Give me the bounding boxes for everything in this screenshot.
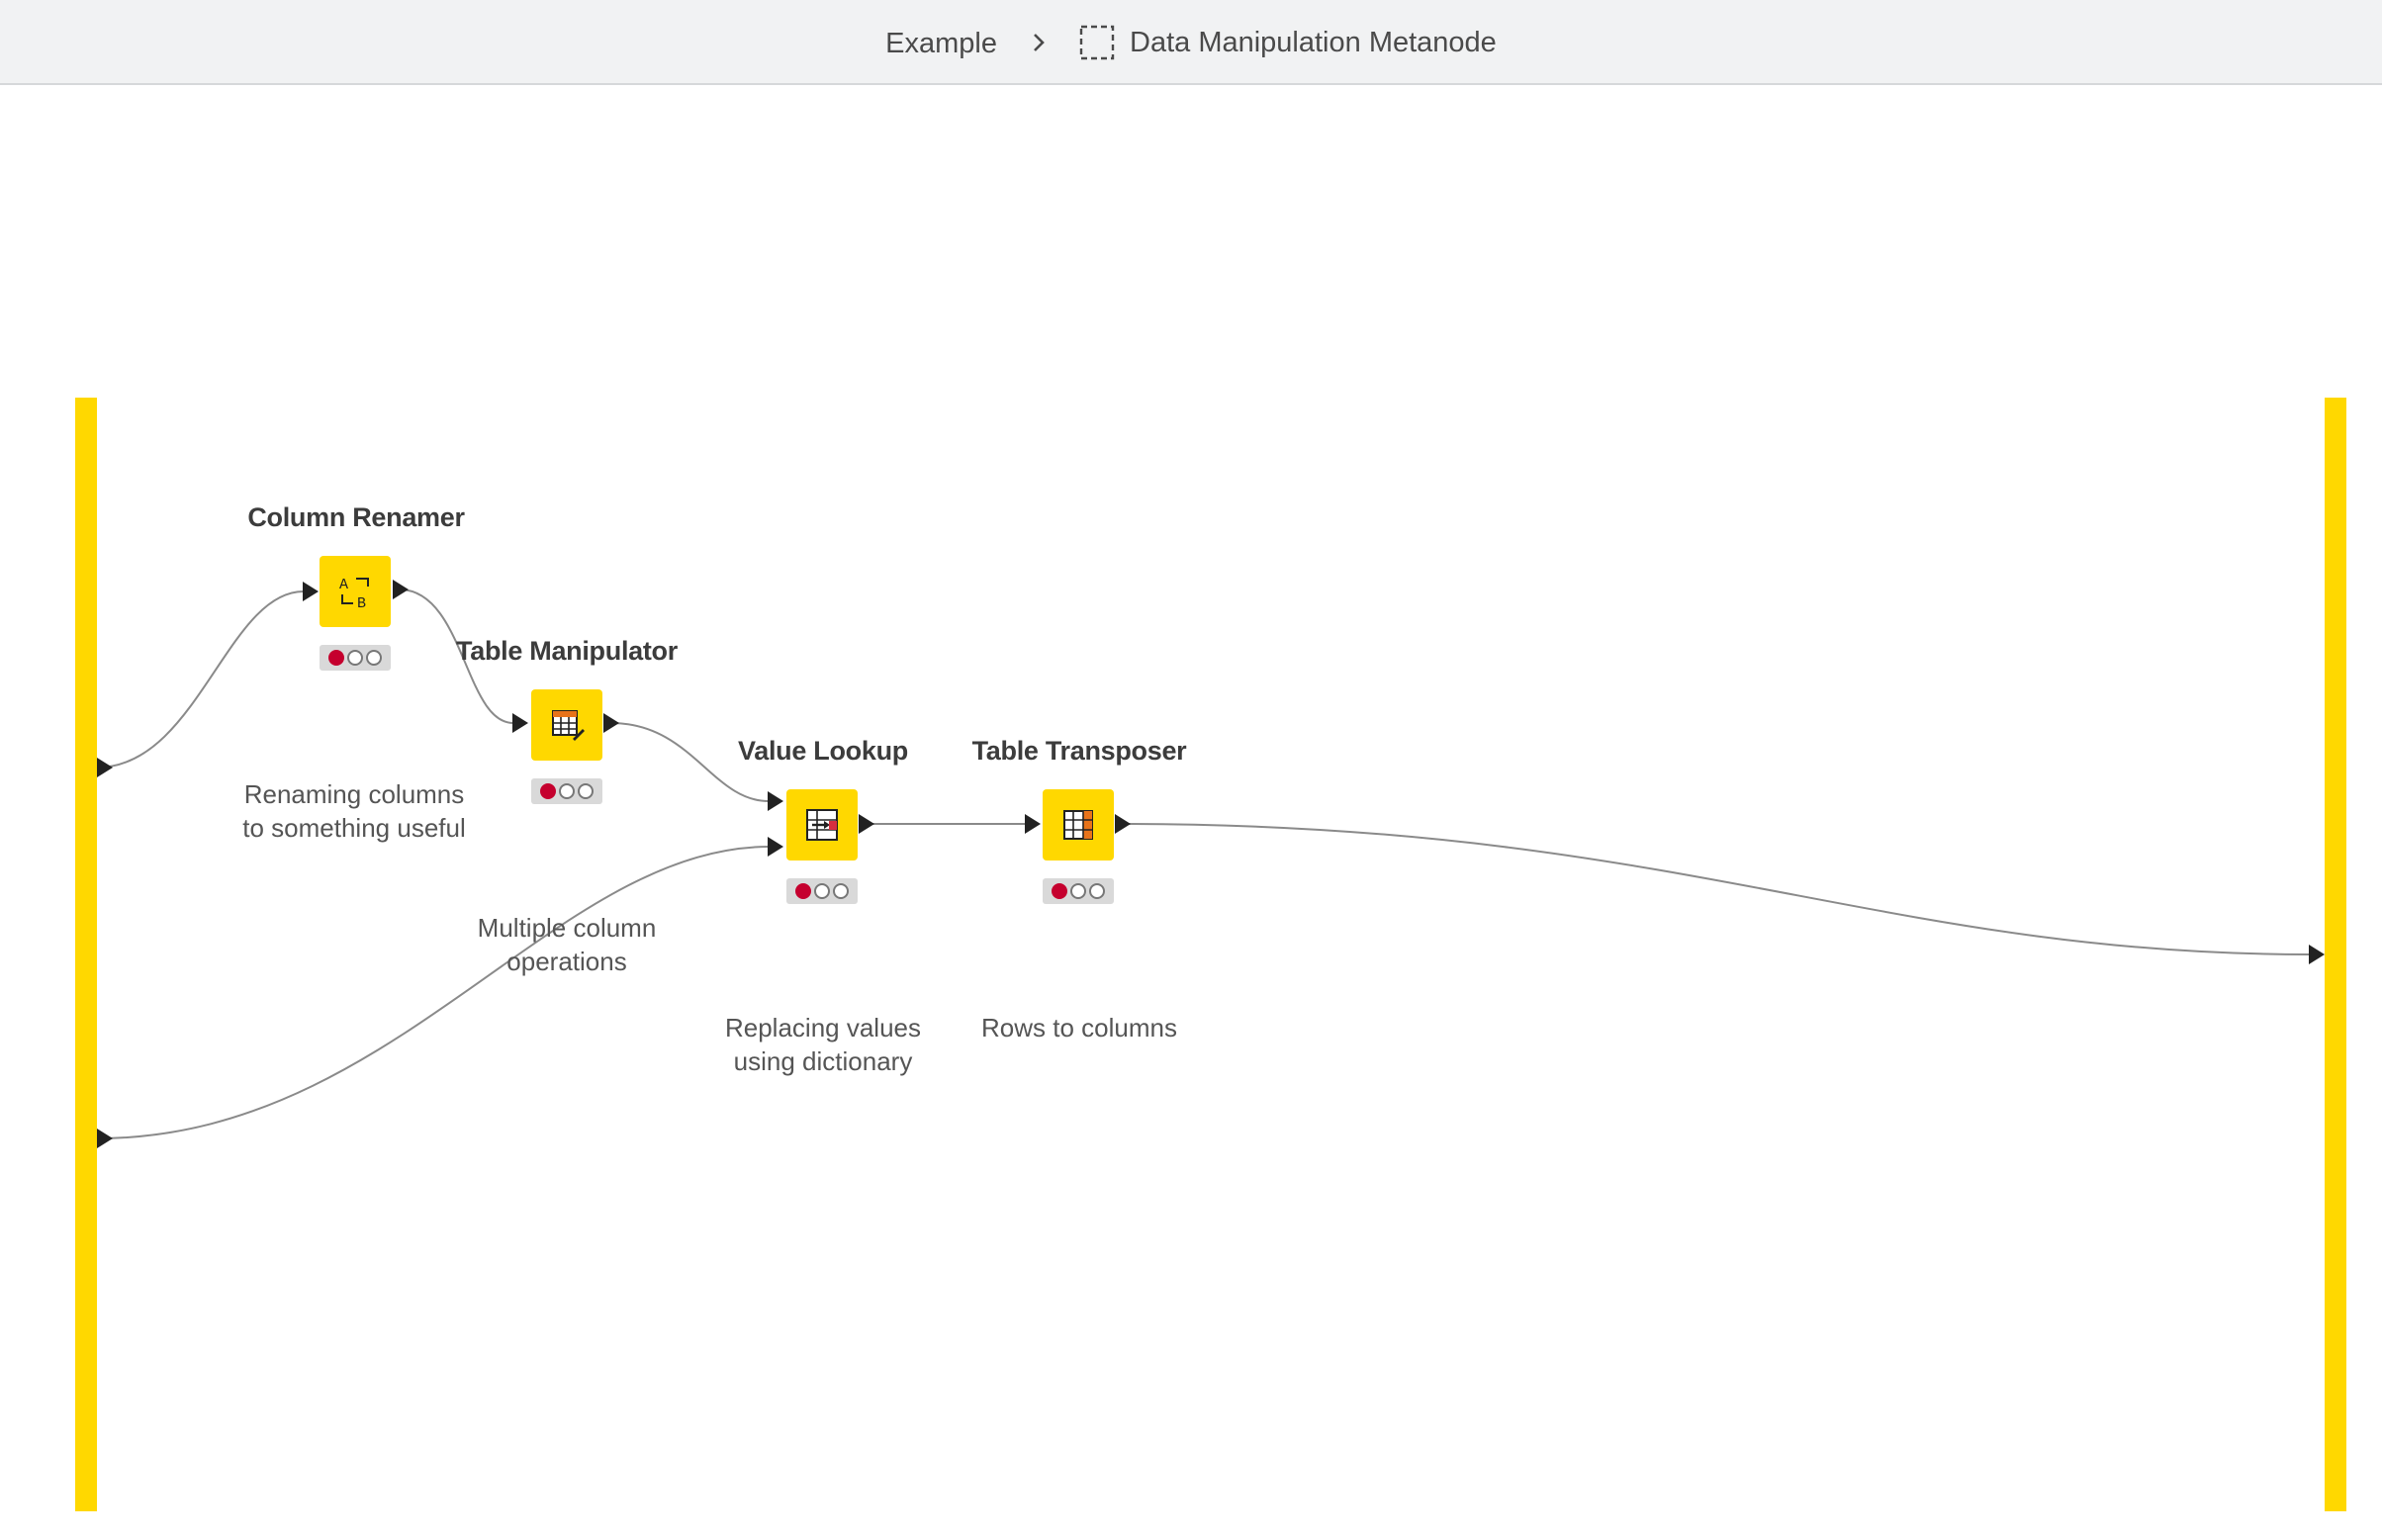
status-green-light <box>578 783 594 799</box>
status-green-light <box>833 883 849 899</box>
in-port-1-icon <box>97 758 113 777</box>
status-yellow-light <box>1070 883 1086 899</box>
status-red-light <box>540 783 556 799</box>
node-table-transposer[interactable] <box>1043 789 1114 861</box>
node-annotation-table-manipulator: Multiple column operations <box>448 911 686 978</box>
svg-text:B: B <box>357 595 366 611</box>
node-annotation-table-transposer: Rows to columns <box>961 1011 1198 1044</box>
node-title-column-renamer[interactable]: Column Renamer <box>247 502 465 532</box>
annotation-line: Multiple column <box>477 913 657 943</box>
status-yellow-light <box>559 783 575 799</box>
chevron-right-icon <box>1034 34 1045 51</box>
annotation-line: Renaming columns <box>243 779 465 809</box>
node-table-manipulator[interactable] <box>531 689 602 761</box>
annotation-line: to something useful <box>242 813 466 843</box>
connection-transposer-out <box>1122 823 2311 955</box>
table-transpose-icon <box>1063 810 1093 840</box>
node-annotation-column-renamer: Renaming columns to something useful <box>235 777 473 845</box>
breadcrumb: Example Data Manipulation Metanode <box>0 0 2382 85</box>
status-yellow-light <box>814 883 830 899</box>
node-title-value-lookup[interactable]: Value Lookup <box>738 736 908 766</box>
node-title-table-transposer[interactable]: Table Transposer <box>971 736 1187 766</box>
table-edit-icon <box>552 710 585 741</box>
annotation-line: Rows to columns <box>981 1013 1177 1042</box>
metanode-input-bar <box>75 398 97 1511</box>
node-title-table-manipulator[interactable]: Table Manipulator <box>456 636 678 666</box>
value-lookup-icon <box>806 809 838 841</box>
status-yellow-light <box>347 650 363 666</box>
node-annotation-value-lookup: Replacing values using dictionary <box>704 1011 942 1078</box>
status-green-light <box>366 650 382 666</box>
connection-in2-lookup <box>96 846 771 1139</box>
workflow-canvas[interactable]: Column Renamer A B Renaming columns to s… <box>0 87 2382 1540</box>
status-red-light <box>795 883 811 899</box>
connection-manipulator-lookup <box>610 722 771 803</box>
node-status-column-renamer <box>320 645 391 671</box>
node-column-renamer[interactable]: A B <box>320 556 391 627</box>
metanode-output-bar <box>2325 398 2346 1511</box>
status-red-light <box>328 650 344 666</box>
in-port-2-icon <box>97 1129 113 1148</box>
breadcrumb-example[interactable]: Example <box>885 28 997 59</box>
connection-in1-renamer <box>96 589 306 769</box>
out-port-icon <box>2309 945 2325 964</box>
annotation-line: using dictionary <box>733 1046 913 1076</box>
connections <box>96 580 2325 1148</box>
top-bar: Example Data Manipulation Metanode <box>0 0 2382 85</box>
svg-text:A: A <box>339 577 348 593</box>
node-status-table-transposer <box>1043 878 1114 904</box>
column-rename-icon: A B <box>339 577 369 611</box>
annotation-line: Replacing values <box>724 1013 921 1042</box>
breadcrumb-current[interactable]: Data Manipulation Metanode <box>1130 26 1497 58</box>
status-red-light <box>1052 883 1067 899</box>
connection-renamer-manipulator <box>400 589 515 725</box>
status-green-light <box>1089 883 1105 899</box>
annotation-line: operations <box>506 947 627 976</box>
node-status-table-manipulator <box>531 778 602 804</box>
node-value-lookup[interactable] <box>786 789 858 861</box>
metanode-icon <box>1079 25 1115 60</box>
node-status-value-lookup <box>786 878 858 904</box>
